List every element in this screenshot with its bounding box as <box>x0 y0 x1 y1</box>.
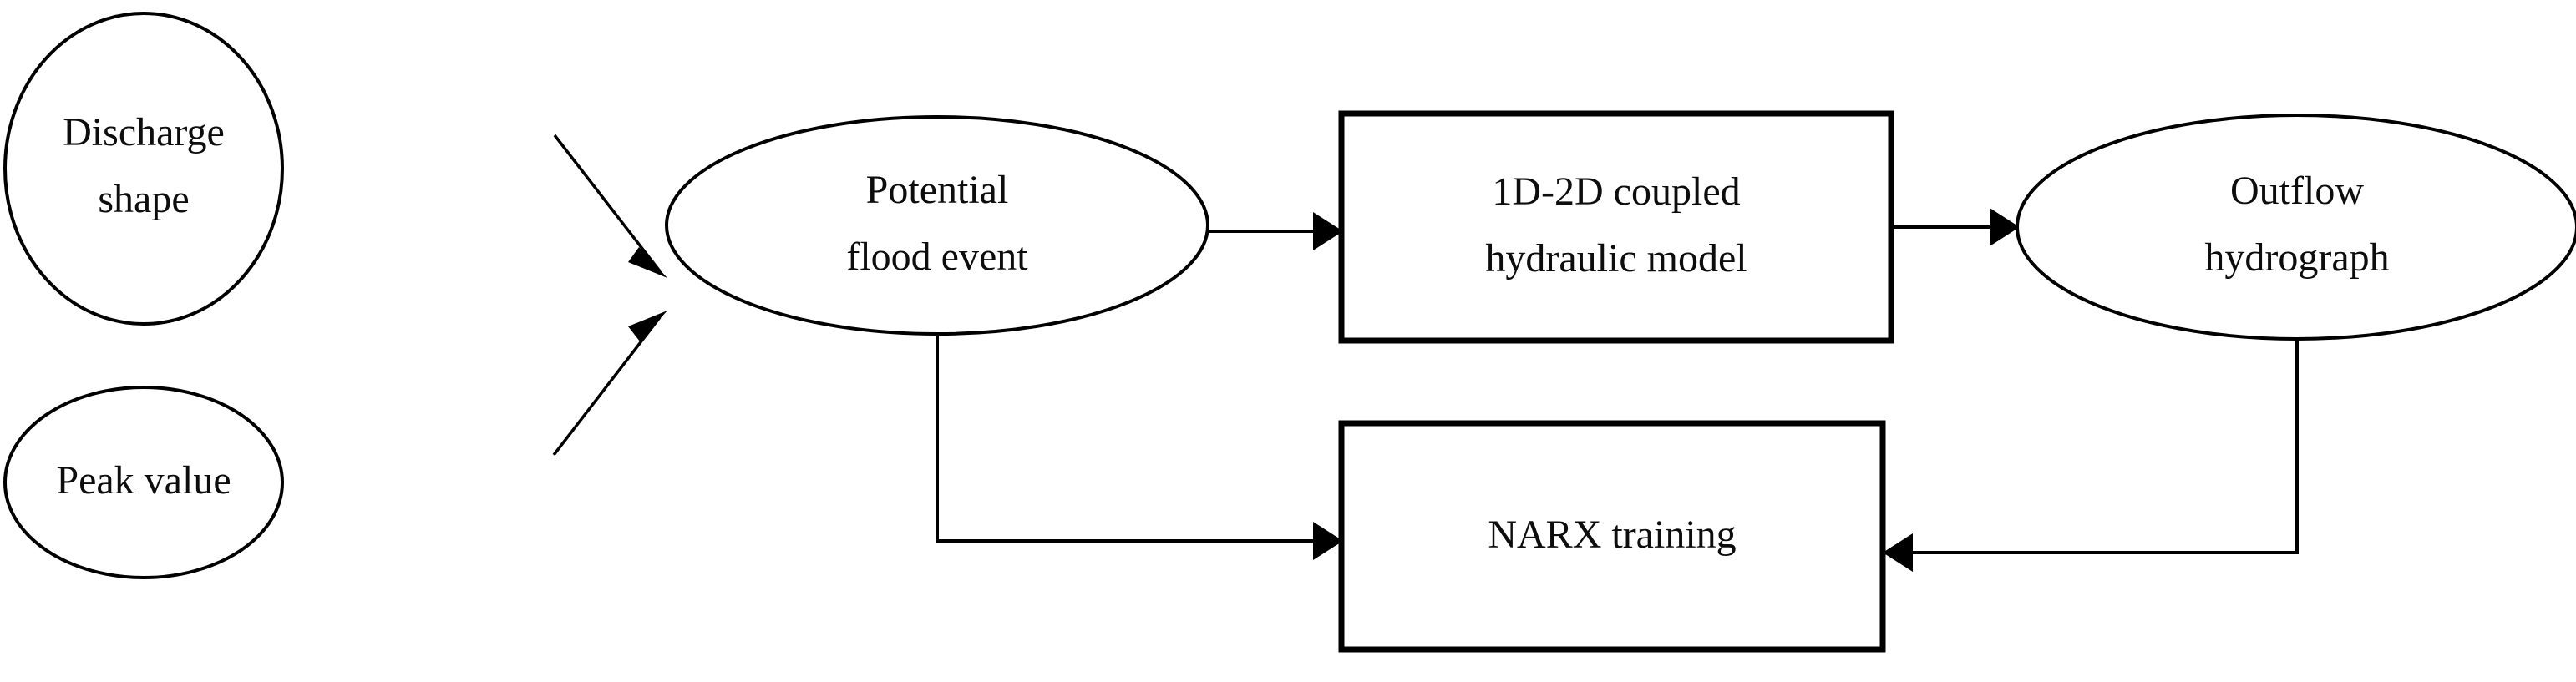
ellipse-outline <box>665 115 1209 336</box>
edge-line <box>936 334 1328 543</box>
arrow-head-icon <box>1990 208 2020 246</box>
node-label-line2: flood event <box>846 235 1028 279</box>
box-outline <box>1338 110 1894 344</box>
node-hydraulic-model[interactable]: 1D-2D coupled hydraulic model <box>1338 110 1894 344</box>
ellipse-outline <box>3 386 284 579</box>
edge-model-to-outflow <box>1891 208 2020 246</box>
node-label-line1: NARX training <box>1488 513 1736 557</box>
node-outflow-hydrograph[interactable]: Outflow hydrograph <box>2016 114 2576 341</box>
node-label-line1: Discharge <box>63 110 225 154</box>
node-label-line2: hydraulic model <box>1485 236 1747 280</box>
node-label-line2: hydrograph <box>2204 235 2389 280</box>
node-narx-training[interactable]: NARX training <box>1338 420 1886 653</box>
arrow-head-icon <box>628 311 667 341</box>
edge-discharge-to-potential <box>553 134 667 278</box>
edge-potential-to-model <box>1208 212 1343 250</box>
edge-potential-to-narx <box>936 334 1343 560</box>
node-potential-flood-event[interactable]: Potential flood event <box>665 115 1209 336</box>
arrow-head-icon <box>628 247 667 278</box>
edge-line <box>552 316 662 457</box>
node-discharge-shape[interactable]: Discharge shape <box>3 12 284 326</box>
node-label-line1: 1D-2D coupled <box>1492 169 1740 214</box>
arrow-head-icon <box>1313 212 1343 250</box>
arrow-head-icon <box>1313 522 1343 560</box>
box-outline <box>1338 420 1886 653</box>
edge-outflow-to-narx <box>1883 339 2299 572</box>
node-peak-value[interactable]: Peak value <box>3 386 284 579</box>
edge-line <box>1898 339 2299 554</box>
node-label-line1: Peak value <box>56 458 231 503</box>
ellipse-outline <box>3 12 284 326</box>
node-label-line1: Potential <box>866 168 1009 212</box>
edge-line <box>553 134 662 273</box>
node-label-line1: Outflow <box>2230 169 2364 213</box>
ellipse-outline <box>2016 114 2576 341</box>
edge-peak-to-potential <box>552 311 667 457</box>
arrow-head-icon <box>1883 533 1913 572</box>
node-label-line2: shape <box>98 177 189 221</box>
